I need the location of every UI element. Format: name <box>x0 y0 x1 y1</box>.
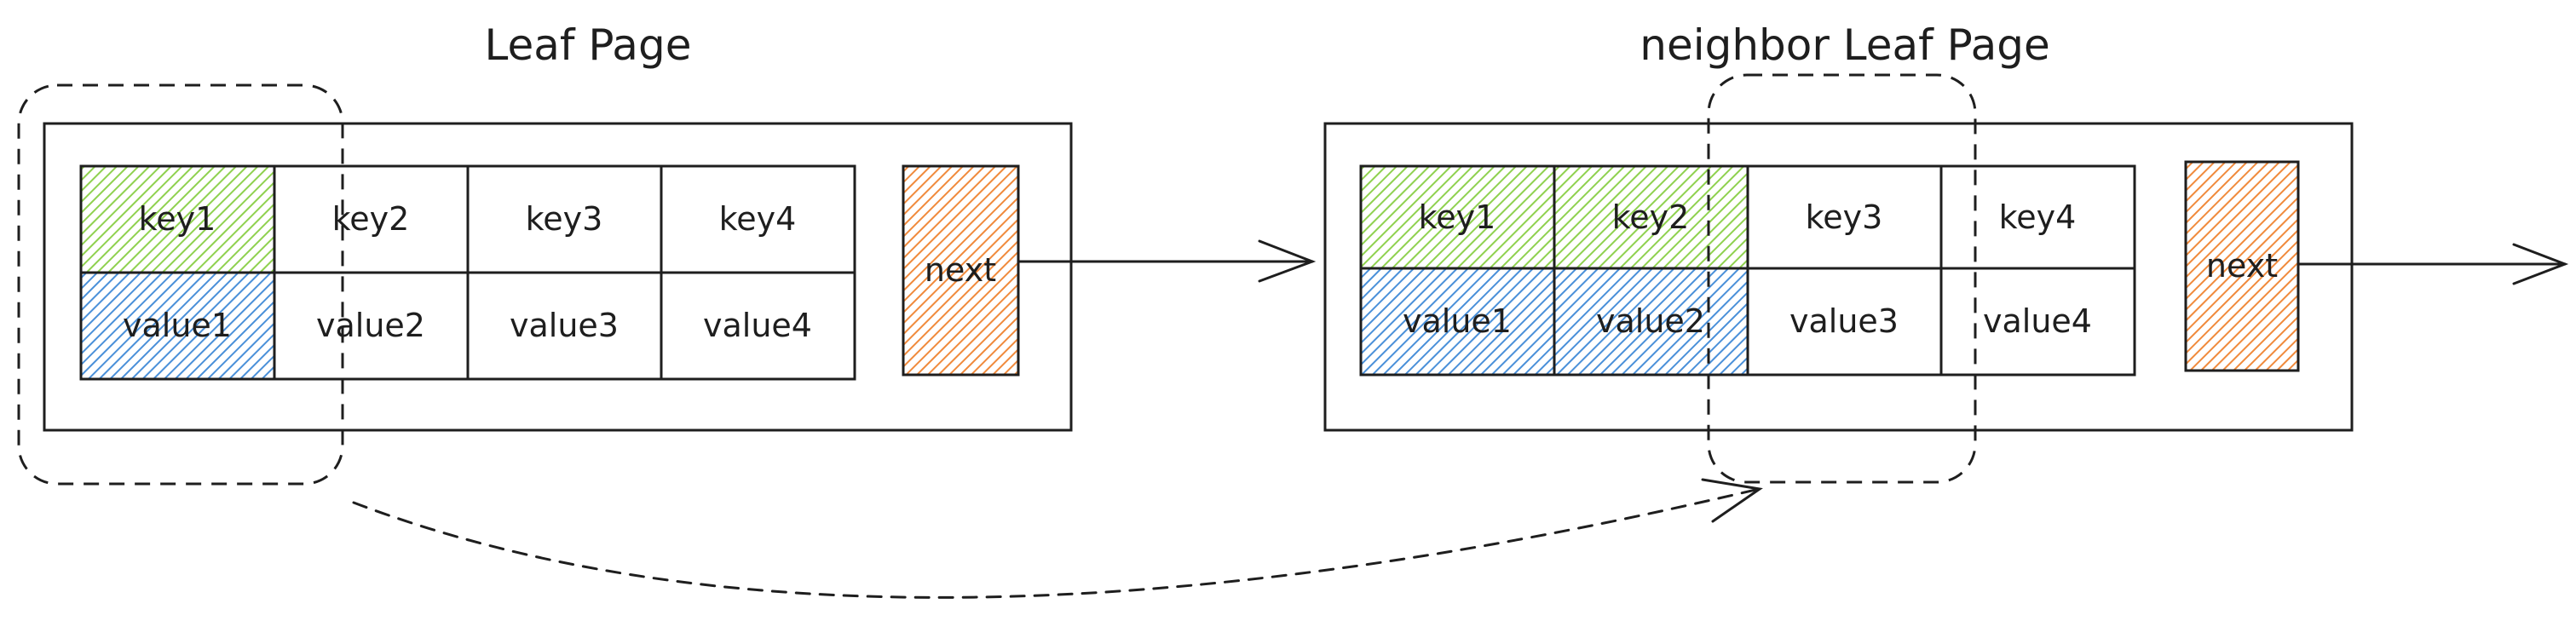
neighbor-key-label: key3 <box>1806 198 1883 236</box>
leaf-page-slots: key1 key2 key3 key4 value1 value2 value3… <box>79 164 856 381</box>
neighbor-value-label: value3 <box>1789 302 1899 340</box>
leaf-key-label: key3 <box>526 200 603 238</box>
leaf-page-title: Leaf Page <box>485 20 692 70</box>
leaf-next-arrow <box>1017 239 1317 283</box>
neighbor-page-slots: key1 key2 key3 key4 value1 value2 value3… <box>1359 164 2136 377</box>
leaf-key-label: key4 <box>719 200 797 238</box>
neighbor-page-title: neighbor Leaf Page <box>1640 20 2049 70</box>
leaf-next-label: next <box>925 251 996 289</box>
leaf-value-cell <box>466 271 663 381</box>
neighbor-page-container <box>1323 122 2354 432</box>
neighbor-moved-entries-highlight <box>1707 73 1977 484</box>
leaf-key-label: key2 <box>332 200 410 238</box>
neighbor-key-cell <box>1939 164 2136 270</box>
neighbor-key-label: key2 <box>1612 198 1690 236</box>
neighbor-value-label: value4 <box>1983 302 2092 340</box>
leaf-value-label: value3 <box>510 307 619 344</box>
neighbor-value-cell <box>1746 267 1943 377</box>
leaf-value-cell <box>79 271 276 381</box>
neighbor-key-cell <box>1553 164 1749 270</box>
neighbor-next-pointer-cell <box>2184 160 2300 372</box>
entries-move-arrow <box>352 478 1763 599</box>
neighbor-value-cell <box>1359 267 1556 377</box>
leaf-value-label: value2 <box>316 307 425 344</box>
leaf-value-cell <box>660 271 856 381</box>
leaf-key-cell <box>273 164 470 274</box>
neighbor-next-arrow <box>2297 243 2569 285</box>
neighbor-key-label: key1 <box>1419 198 1496 236</box>
neighbor-next-label: next <box>2206 247 2278 285</box>
leaf-value-label: value1 <box>123 307 232 344</box>
neighbor-value-label: value2 <box>1596 302 1705 340</box>
neighbor-key-label: key4 <box>1999 198 2077 236</box>
leaf-page-container <box>43 122 1073 432</box>
leaf-next-pointer-cell <box>902 164 1020 377</box>
leaf-key-label: key1 <box>139 200 216 238</box>
leaf-moved-entries-highlight <box>17 83 344 486</box>
neighbor-value-cell <box>1553 267 1749 377</box>
neighbor-value-label: value1 <box>1403 302 1512 340</box>
leaf-value-label: value4 <box>703 307 812 344</box>
neighbor-value-cell <box>1939 267 2136 377</box>
leaf-value-cell <box>273 271 470 381</box>
leaf-key-cell <box>660 164 856 274</box>
neighbor-key-cell <box>1359 164 1556 270</box>
